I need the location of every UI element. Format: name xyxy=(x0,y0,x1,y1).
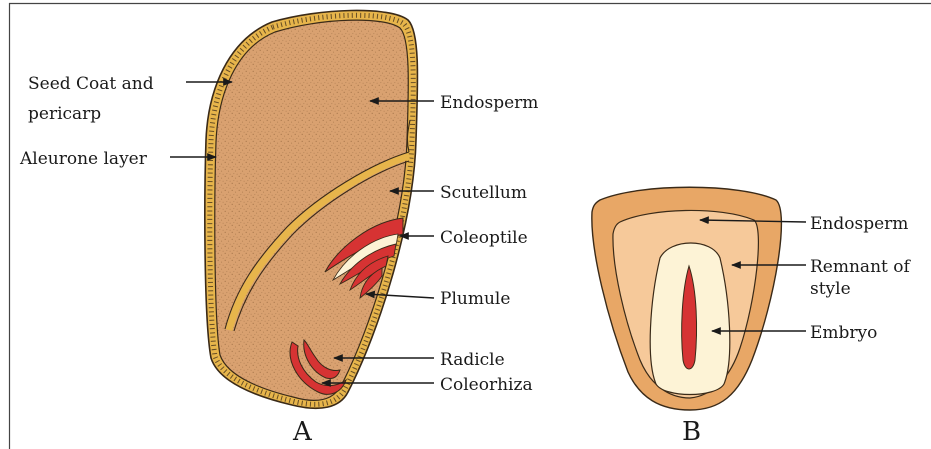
label-coleorhiza: Coleorhiza xyxy=(440,375,533,395)
label-radicle: Radicle xyxy=(440,350,505,370)
caption-b: B xyxy=(682,417,701,447)
label-seed-coat-line2: pericarp xyxy=(28,104,101,124)
label-endosperm-b: Endosperm xyxy=(810,214,908,234)
label-seed-coat-line1: Seed Coat and xyxy=(28,74,154,94)
diagram-b: Endosperm Remnant of style Embryo B xyxy=(592,187,912,447)
label-embryo: Embryo xyxy=(810,323,877,343)
label-plumule: Plumule xyxy=(440,289,510,309)
label-remnant-line2: style xyxy=(810,279,851,299)
label-aleurone: Aleurone layer xyxy=(19,149,148,169)
label-scutellum: Scutellum xyxy=(440,183,527,203)
label-remnant-line1: Remnant of xyxy=(810,257,911,277)
caption-a: A xyxy=(292,417,313,447)
label-endosperm-a: Endosperm xyxy=(440,93,538,113)
diagram-a: Seed Coat and pericarp Aleurone layer En… xyxy=(19,10,538,447)
label-coleoptile: Coleoptile xyxy=(440,228,528,248)
